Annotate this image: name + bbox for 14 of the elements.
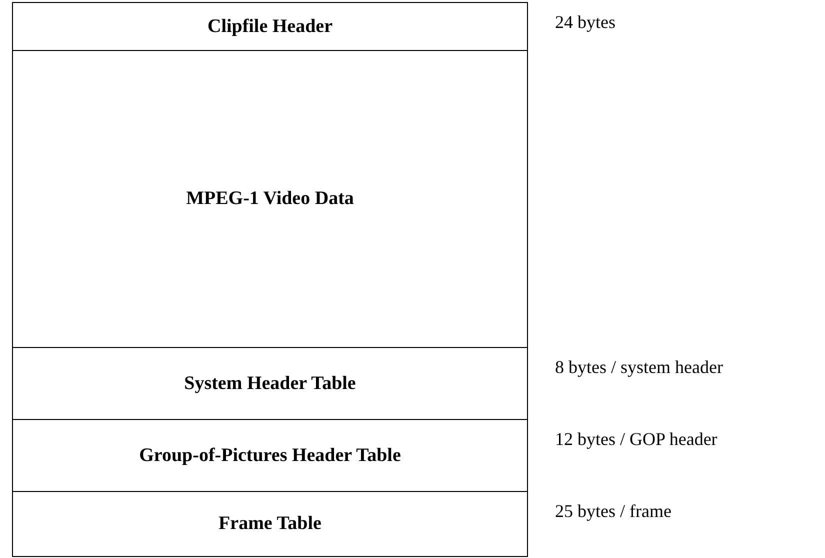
layout-block [12,491,528,557]
block-title: Clipfile Header [207,16,333,38]
layout-block [12,347,528,420]
layout-block [12,2,528,51]
size-note: 12 bytes / GOP header [555,429,718,450]
block-title: Frame Table [218,513,322,535]
layout-block [12,50,528,348]
block-title: System Header Table [184,372,356,394]
layout-block [12,419,528,492]
size-note: 24 bytes [555,12,616,33]
size-note: 25 bytes / frame [555,501,672,522]
block-title: Group-of-Pictures Header Table [139,444,401,466]
size-note: 8 bytes / system header [555,357,723,378]
block-title: MPEG-1 Video Data [186,188,354,210]
